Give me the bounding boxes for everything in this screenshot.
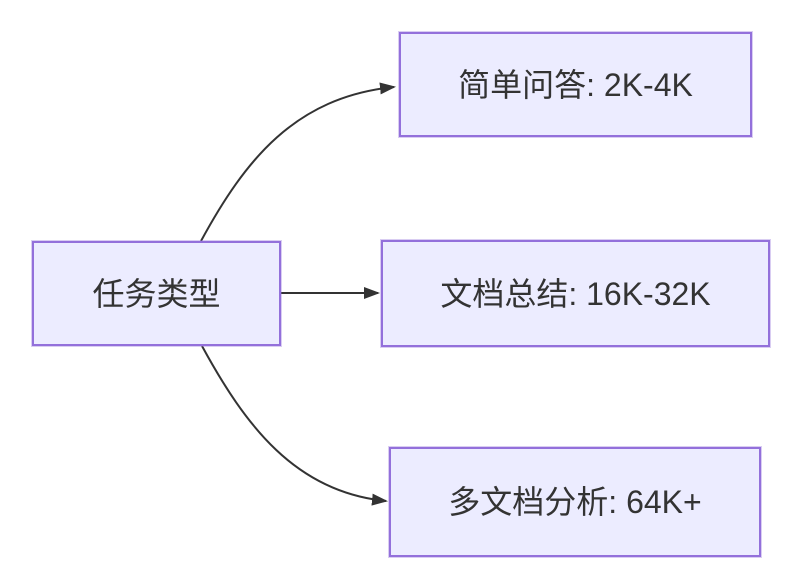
node-task-type-label: 任务类型 [92,275,221,312]
node-doc-summary: 文档总结: 16K-32K [381,240,770,347]
node-multi-doc: 多文档分析: 64K+ [389,447,761,557]
node-multi-doc-label: 多文档分析: 64K+ [448,484,702,520]
edge-to-multi-doc [201,345,388,506]
node-doc-summary-label: 文档总结: 16K-32K [440,275,711,312]
node-simple-qa: 简单问答: 2K-4K [399,32,752,137]
node-simple-qa-label: 简单问答: 2K-4K [458,66,693,103]
node-task-type: 任务类型 [32,241,281,346]
edge-to-simple-qa [200,82,396,242]
